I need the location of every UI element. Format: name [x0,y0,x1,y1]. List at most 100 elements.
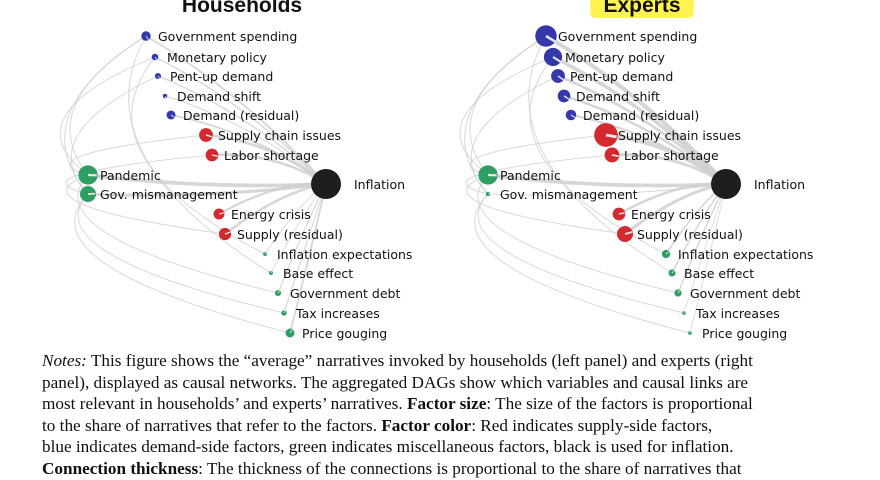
experts-node-edge-stub-energy-crisis [618,212,625,215]
households-node-edge-stub-tax-increases [283,307,287,314]
households-link-gov-mismanagement-to-price-gouging [74,193,291,334]
households-label-pent-up-demand: Pent-up demand [170,69,273,84]
households-label-government-spending: Government spending [158,29,297,44]
households-node-edge-stub-price-gouging [289,326,295,334]
experts-node-edge-stub-base-effect [671,269,676,274]
households-label-government-debt: Government debt [290,286,400,301]
households-edge-monetary-policy [154,56,327,185]
households-node-edge-stub-base-effect [270,269,274,274]
experts-node-edge-stub-supply-residual [624,231,633,235]
experts-label-demand-shift: Demand shift [576,89,660,104]
households-label-energy-crisis: Energy crisis [231,207,311,222]
experts-edge-gov-mismanagement [487,183,727,196]
households-panel-title: Households [182,0,302,17]
households-link-supply-chain-issues-to-pandemic [69,134,207,176]
notes-line-4a: to the share of narratives that refer to… [42,415,382,435]
households-edge-pent-up-demand [157,75,327,185]
experts-edge-monetary-policy [551,55,728,186]
notes-label: Notes: [42,351,87,370]
experts-label-monetary-policy: Monetary policy [565,50,666,65]
households-node-edge-stub-supply-residual [224,231,231,235]
notes-line-3a: most relevant in households’ and experts… [42,394,407,413]
notes-line-1: This figure shows the “average” narrativ… [86,351,753,370]
experts-label-inflation: Inflation [754,177,805,192]
experts-label-pandemic: Pandemic [500,168,561,183]
households-node-edge-stub-pent-up-demand [157,75,162,81]
figure-notes: Notes: This figure shows the “average” n… [42,350,842,479]
households-label-labor-shortage: Labor shortage [224,148,319,163]
nodes-layer [78,25,741,338]
households-link-government-spending-to-base-effect [128,35,272,274]
experts-node-edge-stub-labor-shortage [611,154,619,157]
experts-label-government-debt: Government debt [690,286,800,301]
households-label-price-gouging: Price gouging [302,326,387,341]
households-node-edge-stub-government-debt [277,288,282,294]
households-node-edge-stub-monetary-policy [154,56,159,63]
households-edge-gov-mismanagement [86,182,328,197]
households-node-edge-stub-demand-residual [170,114,176,119]
households-edge-supply-chain-issues [204,133,328,186]
households-label-base-effect: Base effect [283,266,353,281]
notes-line-6: : The thickness of the connections is pr… [198,458,742,478]
experts-node-edge-stub-government-debt [677,288,682,294]
households-node-edge-stub-supply-chain-issues [205,134,213,138]
households-label-pandemic: Pandemic [100,168,161,183]
experts-title-highlight [590,0,694,18]
experts-node-edge-stub-price-gouging [689,326,693,334]
households-label-inflation-expectations: Inflation expectations [277,247,412,262]
experts-link-government-spending-to-pandemic [469,35,547,176]
experts-link-monetary-policy-to-pandemic [459,56,554,176]
households-label-monetary-policy: Monetary policy [167,50,268,65]
experts-label-demand-residual: Demand (residual) [583,108,699,123]
experts-node-edge-stub-inflation-expectations [665,250,670,255]
households-link-government-spending-to-pandemic [69,35,147,176]
households-label-tax-increases: Tax increases [295,306,380,321]
households-node-edge-stub-demand-shift [164,95,168,100]
factor-size-label: Factor size [406,394,487,413]
experts-link-gov-mismanagement-to-price-gouging [474,193,691,334]
households-label-supply-residual: Supply (residual) [237,227,343,242]
experts-label-labor-shortage: Labor shortage [624,148,719,163]
households-label-supply-chain-issues: Supply chain issues [218,128,341,143]
experts-label-government-spending: Government spending [558,29,697,44]
experts-node-edge-stub-demand-shift [563,95,571,101]
experts-label-tax-increases: Tax increases [695,306,780,321]
households-node-edge-stub-energy-crisis [218,212,225,215]
experts-label-supply-residual: Supply (residual) [637,227,743,242]
experts-panel-title: Experts [603,0,680,17]
notes-line-5: blue indicates demand-side factors, gree… [42,437,734,456]
notes-line-2: panel), displayed as causal networks. Th… [42,372,749,392]
experts-label-energy-crisis: Energy crisis [631,207,711,222]
households-node-edge-stub-inflation-expectations [264,250,268,255]
households-label-demand-shift: Demand shift [177,89,261,104]
households-label-gov-mismanagement: Gov. mismanagement [100,187,238,202]
households-node-edge-stub-labor-shortage [211,154,218,157]
experts-node-edge-stub-tax-increases [683,307,687,314]
experts-node-edge-stub-monetary-policy [552,56,562,63]
households-link-gov-mismanagement-to-tax-increases [77,193,285,314]
households-label-inflation: Inflation [354,177,405,192]
experts-label-price-gouging: Price gouging [702,326,787,341]
experts-node-edge-stub-government-spending [545,34,557,44]
experts-node-edge-stub-demand-residual [570,114,576,119]
experts-edge-supply-chain-issues [603,132,729,187]
households-link-pandemic-to-government-debt [77,174,279,294]
experts-label-inflation-expectations: Inflation expectations [678,247,813,262]
households-link-pandemic-to-supply-residual [66,174,226,235]
factor-color-label: Factor color [381,415,472,435]
experts-node-inflation [711,169,741,199]
households-edge-government-spending [145,35,327,185]
experts-link-pandemic-to-government-debt [477,174,679,294]
experts-label-pent-up-demand: Pent-up demand [570,69,673,84]
households-node-inflation [311,169,341,199]
experts-label-supply-chain-issues: Supply chain issues [618,128,741,143]
households-link-monetary-policy-to-inflation-expectations [131,56,266,255]
households-label-demand-residual: Demand (residual) [183,108,299,123]
connection-thickness-label: Connection thickness [42,458,199,478]
experts-link-supply-chain-issues-to-pandemic [469,134,607,176]
experts-link-pandemic-to-supply-residual [466,174,626,235]
notes-line-3b: : The size of the factors is proportiona… [486,394,753,413]
